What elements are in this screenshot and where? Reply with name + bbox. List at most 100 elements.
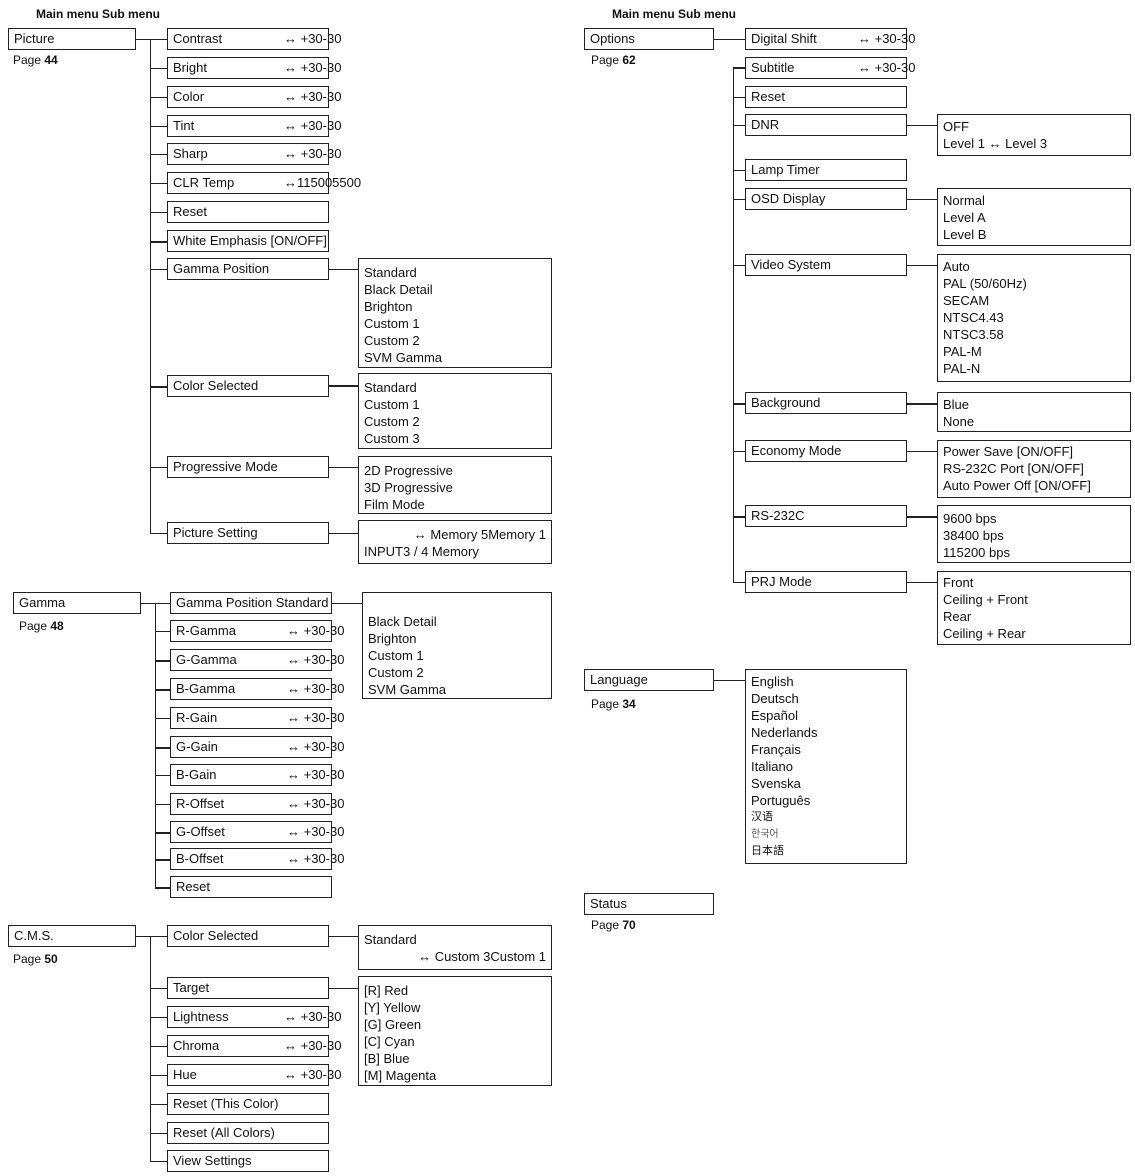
- menu-item[interactable]: Reset (This Color): [167, 1093, 329, 1115]
- menu-item[interactable]: Bright: [167, 57, 329, 79]
- menu-item[interactable]: Background: [745, 392, 907, 414]
- gamma-menu[interactable]: Gamma: [13, 592, 141, 614]
- menu-item[interactable]: Economy Mode: [745, 440, 907, 462]
- menu-item[interactable]: Reset: [167, 201, 329, 223]
- menu-item[interactable]: Color Selected: [167, 925, 329, 947]
- menu-item[interactable]: R-Gamma: [170, 620, 332, 642]
- menu-item[interactable]: B-Gamma: [170, 678, 332, 700]
- options-menu[interactable]: Options: [584, 28, 714, 50]
- menu-item[interactable]: Chroma: [167, 1035, 329, 1057]
- menu-item[interactable]: Gamma Position: [167, 258, 329, 280]
- menu-item[interactable]: R-Offset: [170, 793, 332, 815]
- range-label: ↔ +30-30: [284, 118, 342, 133]
- menu-item-label: Tint: [173, 118, 195, 133]
- language-english[interactable]: English: [751, 674, 794, 689]
- range-label: ↔ +30-30: [284, 1038, 342, 1053]
- menu-item[interactable]: Target: [167, 977, 329, 999]
- picture-menu[interactable]: Picture: [8, 28, 136, 50]
- menu-item[interactable]: Digital Shift: [745, 28, 907, 50]
- language-chinese[interactable]: 汉语: [751, 811, 773, 823]
- picture-trunk: [150, 39, 151, 534]
- range-label: ↔ +30-30: [284, 31, 342, 46]
- cms-menu[interactable]: C.M.S.: [8, 925, 136, 947]
- range-label: ↔ +30-30: [858, 31, 916, 46]
- menu-item-label: Economy Mode: [751, 443, 842, 458]
- cms-target-options: [R] Red [Y] Yellow [G] Green [C] Cyan [B…: [358, 976, 552, 1086]
- language-korean[interactable]: 한국어: [751, 829, 779, 840]
- range-label: ↔ +30-30: [287, 796, 345, 811]
- menu-item[interactable]: Sharp: [167, 143, 329, 165]
- menu-item-label: RS-232C: [751, 508, 805, 523]
- menu-item[interactable]: White Emphasis [ON/OFF]: [167, 230, 329, 252]
- menu-item[interactable]: RS-232C: [745, 505, 907, 527]
- status-menu[interactable]: Status: [584, 893, 714, 915]
- menu-item[interactable]: CLR Temp: [167, 172, 329, 194]
- menu-item[interactable]: Tint: [167, 115, 329, 137]
- color-selected-options: Standard Custom 1 Custom 2 Custom 3: [358, 373, 552, 449]
- menu-item-label: Color: [173, 89, 205, 104]
- menu-item[interactable]: Subtitle: [745, 57, 907, 79]
- menu-item[interactable]: Picture Setting: [167, 522, 329, 544]
- language-deutsch[interactable]: Deutsch: [751, 691, 799, 706]
- gamma-page: Page 48: [19, 619, 64, 633]
- menu-item[interactable]: Lamp Timer: [745, 159, 907, 181]
- language-menu[interactable]: Language: [584, 669, 714, 691]
- menu-item[interactable]: Reset: [745, 86, 907, 108]
- language-svenska[interactable]: Svenska: [751, 776, 801, 791]
- menu-item-label: Color Selected: [173, 928, 259, 943]
- menu-item[interactable]: B-Offset: [170, 848, 332, 870]
- menu-item[interactable]: B-Gain: [170, 764, 332, 786]
- language-japanese[interactable]: 日本語: [751, 845, 784, 857]
- menu-item-label: Lamp Timer: [751, 162, 820, 177]
- menu-item[interactable]: G-Offset: [170, 821, 332, 843]
- cms-color-selected-options: Standard ↔ Custom 3Custom 1: [358, 925, 552, 970]
- menu-item-label: View Settings: [173, 1153, 252, 1168]
- prj-options: Front Ceiling + Front Rear Ceiling + Rea…: [937, 571, 1131, 645]
- menu-item[interactable]: OSD Display: [745, 188, 907, 210]
- range-label: ↔ +30-30: [287, 739, 345, 754]
- menu-item-label: G-Gain: [176, 739, 218, 754]
- menu-item[interactable]: PRJ Mode: [745, 571, 907, 593]
- menu-item[interactable]: G-Gain: [170, 736, 332, 758]
- menu-item[interactable]: Hue: [167, 1064, 329, 1086]
- progressive-mode-options: 2D Progressive 3D Progressive Film Mode: [358, 456, 552, 514]
- language-page: Page 34: [591, 697, 636, 711]
- menu-item-label: Color Selected: [173, 378, 259, 393]
- range-label: ↔115005500: [284, 175, 362, 190]
- picture-setting-options: ↔ Memory 5Memory 1 INPUT3 / 4 Memory: [358, 520, 552, 564]
- menu-item[interactable]: Reset (All Colors): [167, 1122, 329, 1144]
- menu-item-label: Reset (This Color): [173, 1096, 279, 1111]
- range-label: ↔ +30-30: [284, 1009, 342, 1024]
- menu-item-label: CLR Temp: [173, 175, 235, 190]
- menu-item[interactable]: Gamma Position Standard: [170, 592, 332, 614]
- menu-item[interactable]: Lightness: [167, 1006, 329, 1028]
- status-page: Page 70: [591, 918, 636, 932]
- menu-item[interactable]: G-Gamma: [170, 649, 332, 671]
- language-espanol[interactable]: Español: [751, 708, 798, 723]
- range-label: ↔ +30-30: [287, 652, 345, 667]
- language-francais[interactable]: Français: [751, 742, 801, 757]
- menu-item[interactable]: R-Gain: [170, 707, 332, 729]
- menu-item-label: Gamma Position Standard: [176, 595, 329, 610]
- menu-item[interactable]: Color: [167, 86, 329, 108]
- menu-item-label: Sharp: [173, 146, 208, 161]
- language-portugues[interactable]: Português: [751, 793, 811, 808]
- menu-item[interactable]: DNR: [745, 114, 907, 136]
- menu-item[interactable]: Color Selected: [167, 375, 329, 397]
- menu-item-label: G-Offset: [176, 824, 225, 839]
- menu-item[interactable]: Progressive Mode: [167, 456, 329, 478]
- menu-item-label: DNR: [751, 117, 780, 132]
- language-italiano[interactable]: Italiano: [751, 759, 793, 774]
- menu-item-label: B-Offset: [176, 851, 224, 866]
- menu-item[interactable]: View Settings: [167, 1150, 329, 1172]
- heading-right: Main menu Sub menu: [612, 7, 737, 21]
- menu-item[interactable]: Video System: [745, 254, 907, 276]
- menu-item-label: R-Offset: [176, 796, 225, 811]
- economy-options: Power Save [ON/OFF] RS-232C Port [ON/OFF…: [937, 440, 1131, 498]
- menu-item-label: Reset (All Colors): [173, 1125, 275, 1140]
- menu-item[interactable]: Reset: [170, 876, 332, 898]
- language-nederlands[interactable]: Nederlands: [751, 725, 818, 740]
- language-options: English Deutsch Español Nederlands Franç…: [745, 669, 907, 864]
- menu-item[interactable]: Contrast: [167, 28, 329, 50]
- range-label: ↔ +30-30: [287, 710, 345, 725]
